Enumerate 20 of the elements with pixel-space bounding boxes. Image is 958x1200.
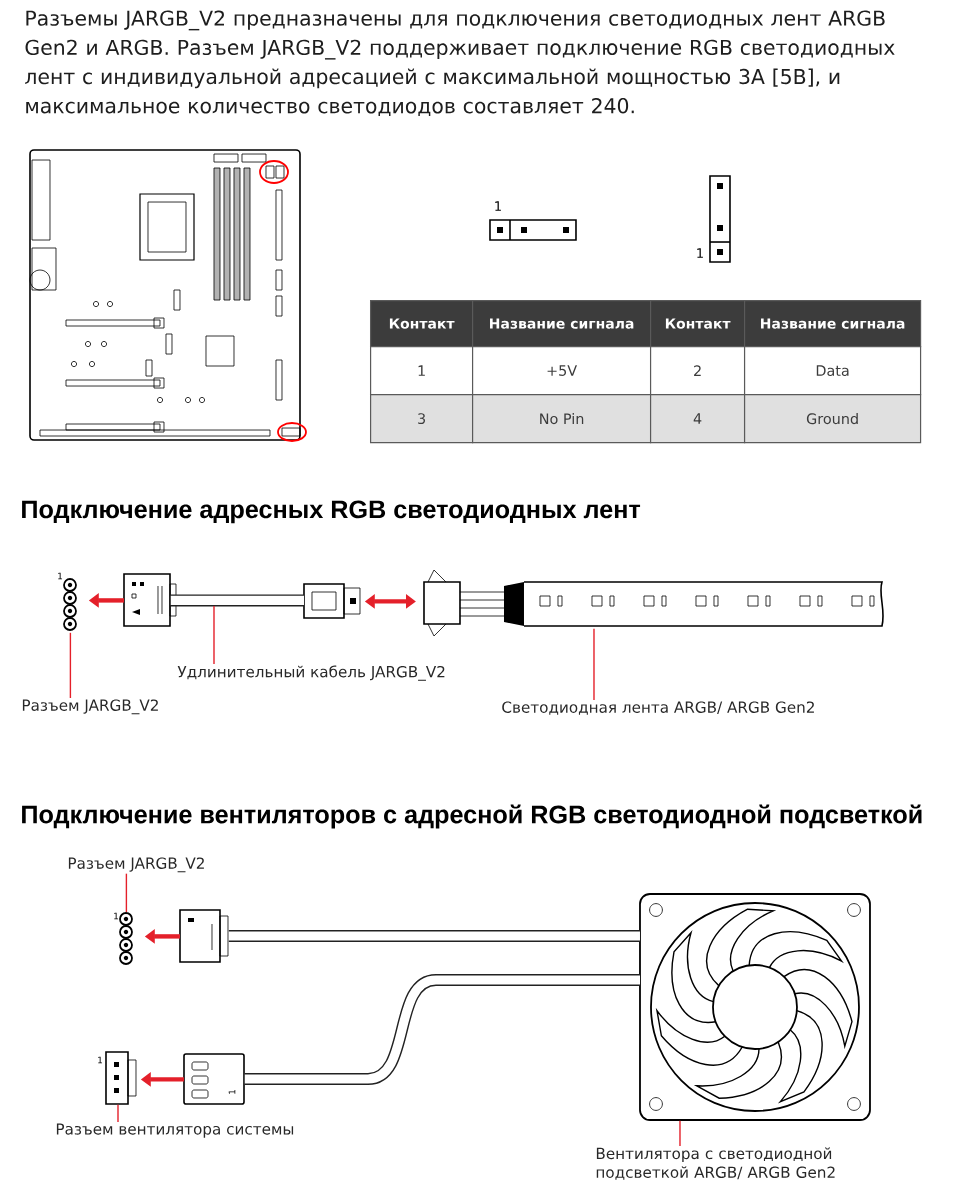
- leader-line: [69, 632, 72, 699]
- section-heading: Подключение адресных RGB светодиодных лент: [22, 500, 641, 524]
- leader-line: [213, 605, 215, 665]
- cable: [170, 594, 304, 607]
- leader-line: [593, 628, 595, 701]
- leader-line: [679, 1120, 681, 1147]
- cable: [244, 974, 640, 1085]
- section-heading: Подключение вентиляторов с адресной RGB светодиодной подсветкой: [22, 804, 922, 829]
- connector-drawing: [303, 583, 361, 619]
- pin-header-drawing: [119, 912, 133, 965]
- cable: [228, 930, 640, 942]
- fan-header-drawing: [105, 1051, 137, 1105]
- pin-header-drawing: [63, 578, 77, 631]
- leader-line: [117, 1104, 119, 1123]
- connector-drawing: [179, 909, 229, 963]
- leader-line: [125, 872, 128, 913]
- paragraph: Разъемы JARGB_V2 предназначены для подключения светодиодных лент ARGB Gen2 и ARGB. Разъем JARGB_V2 поддерживает подключение RGB светодиодных лент с индивидуальной адресацией с максимальной мощностью 3А [5В], и максимальное количество светодиодов составляет 240.: [25, 10, 895, 116]
- fan-drawing: [639, 893, 871, 1121]
- led-strip-drawing: [423, 569, 884, 637]
- connector-drawing: [123, 573, 177, 627]
